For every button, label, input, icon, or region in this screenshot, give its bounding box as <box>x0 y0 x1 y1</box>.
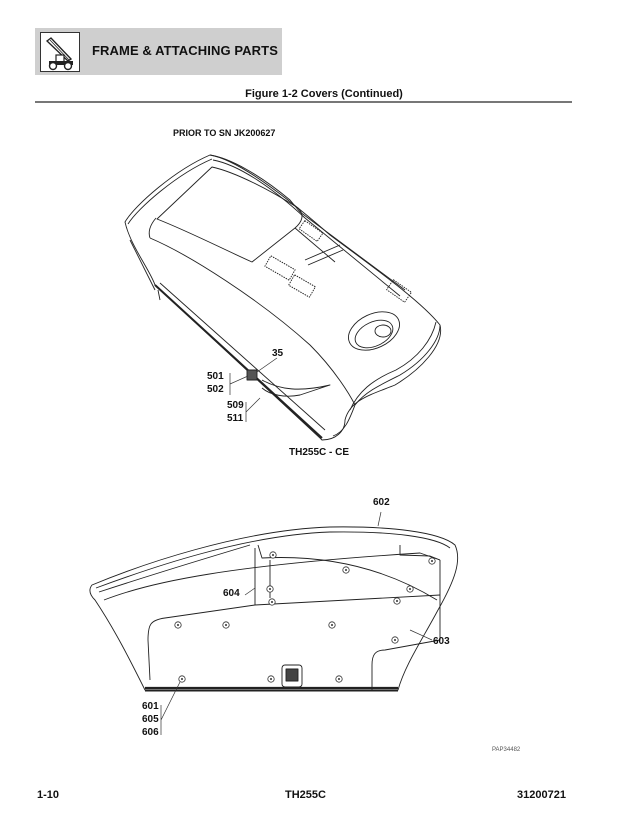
page-number: 1-10 <box>37 789 60 801</box>
callout-601: 601 <box>142 701 159 712</box>
section-title: FRAME & ATTACHING PARTS <box>92 43 278 58</box>
serial-note: PRIOR TO SN JK200627 <box>173 128 276 138</box>
document-number: 31200721 <box>517 789 566 801</box>
callout-502: 502 <box>207 384 224 395</box>
model-name: TH255C <box>285 789 326 801</box>
upper-view-caption: TH255C - CE <box>289 447 350 458</box>
image-reference: PAP34482 <box>492 747 521 753</box>
callout-604: 604 <box>223 588 240 599</box>
figure-title: Figure 1-2 Covers (Continued) <box>245 88 403 100</box>
callout-511: 511 <box>227 413 244 424</box>
title-divider <box>35 101 572 103</box>
telehandler-machine-icon <box>40 32 80 72</box>
callout-606: 606 <box>142 727 159 738</box>
callout-501: 501 <box>207 371 224 382</box>
callout-605: 605 <box>142 714 159 725</box>
callout-602: 602 <box>373 497 390 508</box>
callout-35: 35 <box>272 348 284 359</box>
callout-603: 603 <box>433 636 450 647</box>
callout-509: 509 <box>227 400 244 411</box>
